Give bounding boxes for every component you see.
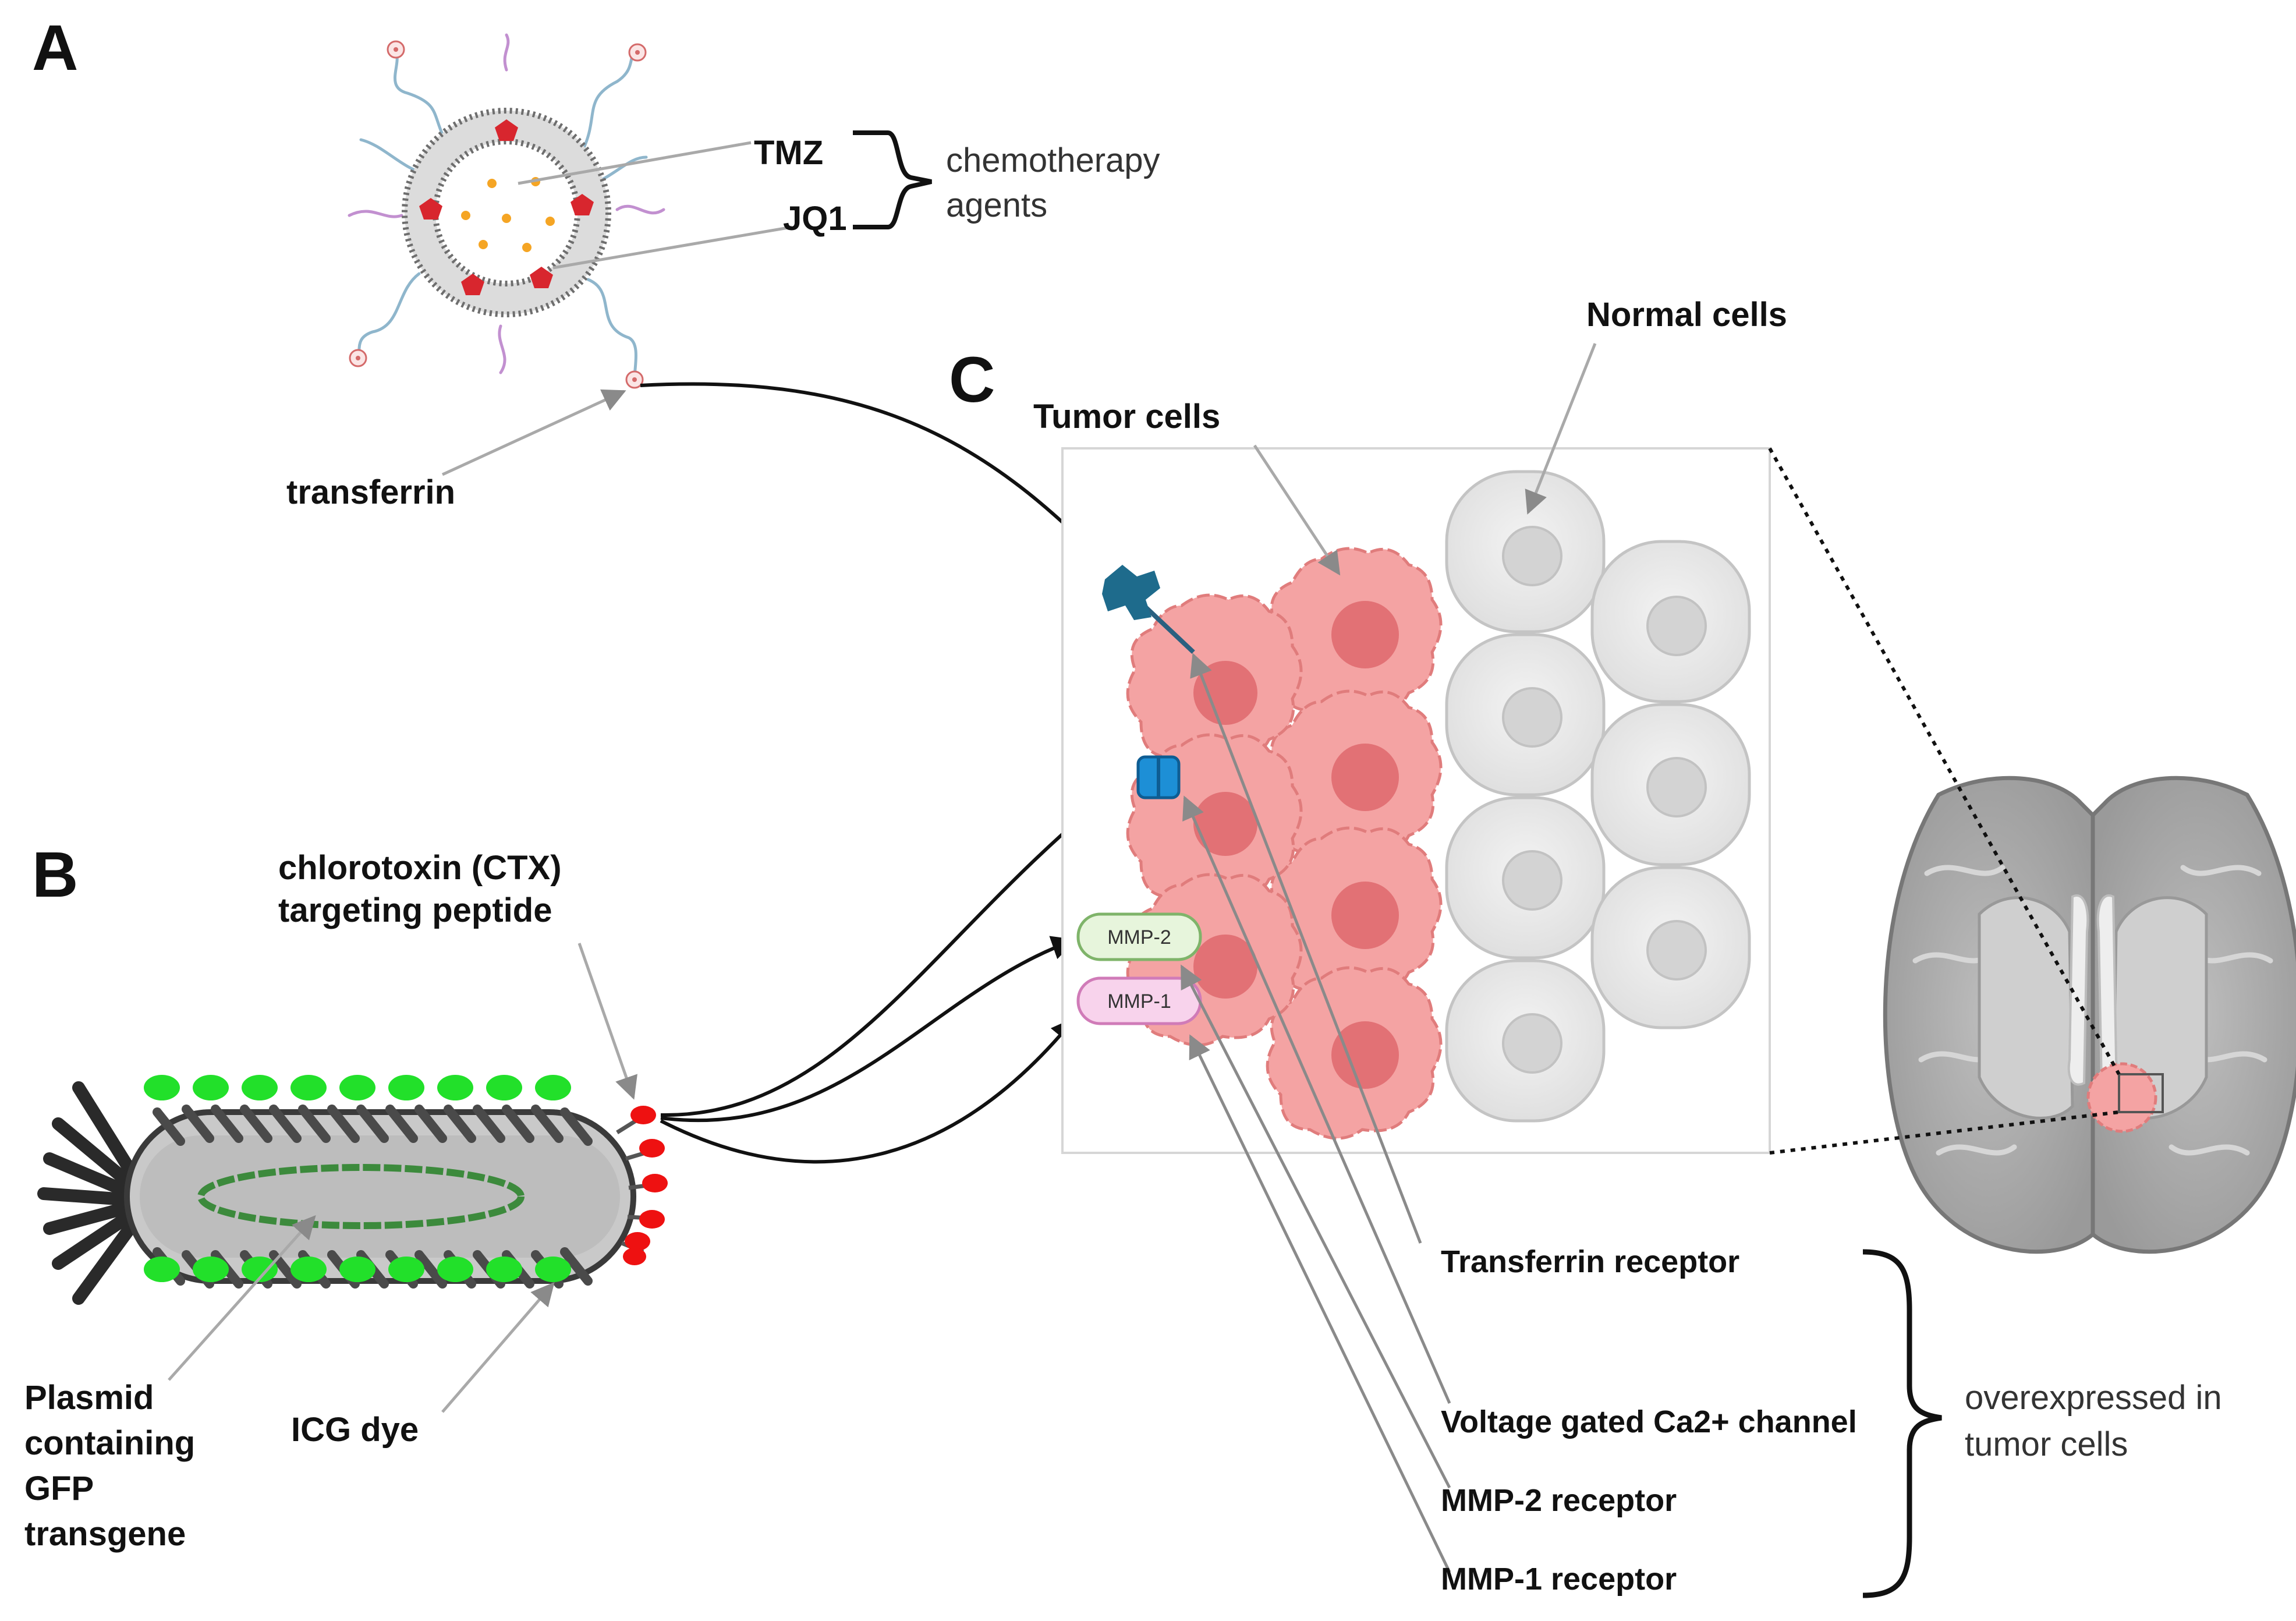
panel-label-a: A [32, 12, 78, 84]
overexpressed-brace [1862, 1249, 1942, 1598]
transferrin-targeting-arrow [640, 382, 1117, 576]
normal-cells-pointer [1525, 343, 1597, 515]
tmz-label: TMZ [754, 134, 823, 172]
calcium-channel-pointer [1182, 795, 1451, 1404]
icg-label: ICG dye [291, 1411, 419, 1449]
ctx-mmp1-arrow [660, 1017, 1076, 1164]
ctx-mmp2-arrow [660, 936, 1076, 1123]
tmz-pointer [518, 141, 752, 185]
mmp2-box-label: MMP-2 [1107, 926, 1171, 948]
panel-label-b: B [32, 839, 78, 911]
icg-pointer [441, 1282, 555, 1413]
tumor-cells [1126, 547, 1443, 1140]
transferrin-label: transferrin [286, 473, 455, 511]
jq1-label: JQ1 [783, 200, 847, 238]
liposome-nanoparticle [348, 33, 665, 389]
ctx-label-line1: chlorotoxin (CTX) [278, 849, 562, 887]
ctx-pointer [577, 943, 637, 1100]
normal-cells-label: Normal cells [1586, 296, 1787, 334]
ctx-calcium-channel-arrow [660, 778, 1129, 1117]
overexpressed-label-line1: overexpressed in [1965, 1379, 2222, 1417]
receptor-label-transferrin: Transferrin receptor [1441, 1244, 1739, 1279]
plasmid-label-line3: GFP [24, 1470, 94, 1507]
calcium-channel-icon [1136, 755, 1181, 799]
panel-label-c: C [949, 344, 995, 416]
transferrin-pointer [441, 389, 626, 476]
brain-icon [1883, 776, 2296, 1254]
jq1-pointer [552, 225, 792, 270]
overexpressed-label-line2: tumor cells [1965, 1425, 2128, 1463]
transferrin-receptor-icon [1102, 565, 1195, 654]
tumor-cells-label: Tumor cells [1033, 398, 1220, 436]
transferrin-receptor-pointer [1190, 653, 1422, 1244]
plasmid-label-line1: Plasmid [24, 1379, 154, 1417]
receptor-label-mmp2: MMP-2 receptor [1441, 1483, 1677, 1518]
tumor-cells-pointer [1253, 444, 1341, 576]
zoom-line-top [1768, 447, 2121, 1075]
plasmid-label-line4: transgene [24, 1515, 186, 1553]
plasmid-pointer [168, 1215, 316, 1381]
plasmid-label-line2: containing [24, 1424, 195, 1462]
mmp1-box: MMP-1 [1076, 976, 1202, 1025]
ctx-label-line2: targeting peptide [278, 891, 552, 929]
viral-nanoparticle-rod [37, 1075, 668, 1305]
mmp1-receptor-pointer [1189, 1034, 1451, 1573]
normal-cells [1445, 470, 1751, 1123]
receptor-label-calcium: Voltage gated Ca2+ channel [1441, 1404, 1857, 1439]
chemotherapy-label-line2: agents [946, 186, 1047, 224]
mmp1-box-label: MMP-1 [1107, 990, 1171, 1013]
chemotherapy-brace [853, 130, 932, 229]
mmp2-receptor-pointer [1180, 964, 1451, 1489]
mmp2-box: MMP-2 [1076, 912, 1202, 961]
receptor-label-mmp1: MMP-1 receptor [1441, 1562, 1677, 1597]
chemotherapy-label-line1: chemotherapy [946, 141, 1160, 179]
